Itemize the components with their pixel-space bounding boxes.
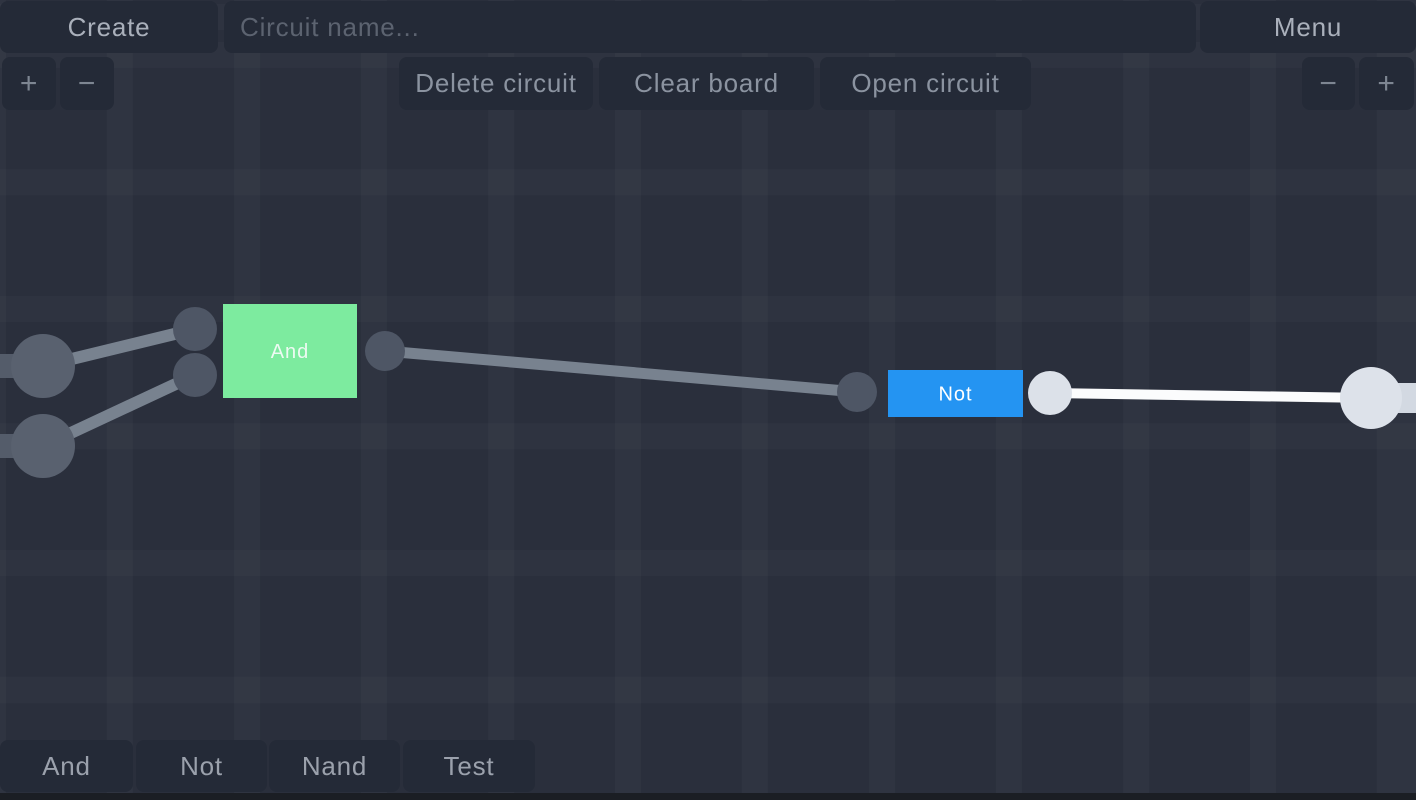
and-input-pin-1[interactable] xyxy=(173,307,217,351)
wire-not-to-output[interactable] xyxy=(1049,388,1372,403)
zoom-in-button-right[interactable]: + xyxy=(1359,57,1414,110)
wire-and-to-not[interactable] xyxy=(384,345,858,398)
bottom-strip xyxy=(0,793,1416,800)
not-gate[interactable] xyxy=(888,370,1023,417)
open-circuit-button[interactable]: Open circuit xyxy=(820,57,1031,110)
circuit-name-input[interactable] xyxy=(224,1,1196,53)
output-node[interactable] xyxy=(1340,367,1402,429)
not-output-pin[interactable] xyxy=(1028,371,1072,415)
not-input-pin[interactable] xyxy=(837,372,877,412)
palette-item-not[interactable]: Not xyxy=(136,740,267,792)
zoom-out-button-left[interactable]: − xyxy=(60,57,114,110)
input-node-1[interactable] xyxy=(11,334,75,398)
and-output-pin[interactable] xyxy=(365,331,405,371)
create-button[interactable]: Create xyxy=(0,1,218,53)
and-input-pin-2[interactable] xyxy=(173,353,217,397)
clear-board-button[interactable]: Clear board xyxy=(599,57,814,110)
palette-item-nand[interactable]: Nand xyxy=(269,740,400,792)
not-gate-label: Not xyxy=(938,384,972,406)
zoom-in-button-left[interactable]: + xyxy=(2,57,56,110)
input-node-2[interactable] xyxy=(11,414,75,478)
zoom-out-button-right[interactable]: − xyxy=(1302,57,1355,110)
palette-item-test[interactable]: Test xyxy=(403,740,535,792)
delete-circuit-button[interactable]: Delete circuit xyxy=(399,57,593,110)
and-gate[interactable] xyxy=(223,304,357,398)
menu-button[interactable]: Menu xyxy=(1200,1,1416,53)
palette-item-and[interactable]: And xyxy=(0,740,133,792)
and-gate-label: And xyxy=(271,341,310,363)
